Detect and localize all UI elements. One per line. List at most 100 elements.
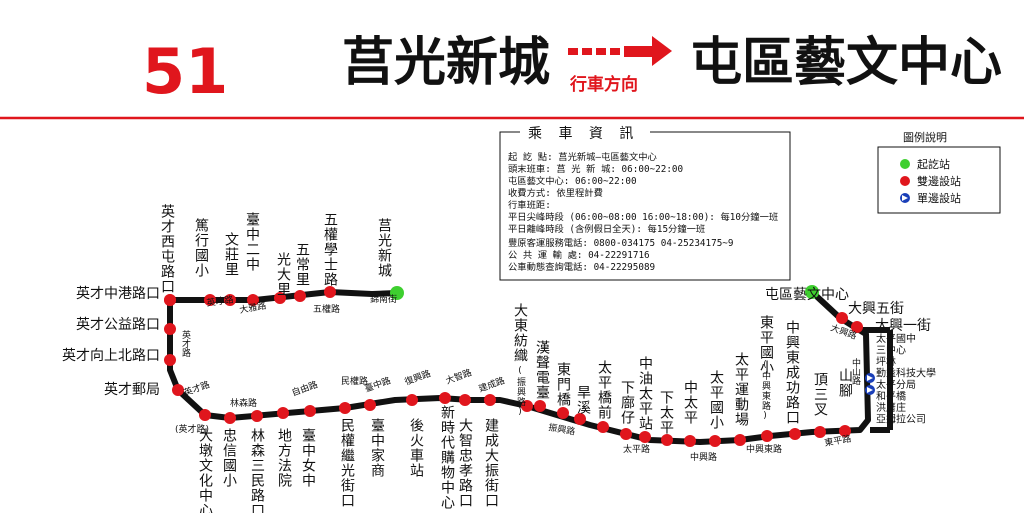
info-line: 起 訖 點: 莒光新城—屯區藝文中心: [508, 151, 657, 163]
single-side-stop-icons: [865, 373, 875, 395]
legend-item-label: 單邊設站: [917, 191, 961, 205]
route-number: 51: [142, 35, 228, 108]
road-label: 中興路: [690, 451, 717, 463]
single-side-stop-label: 三中心: [876, 344, 906, 357]
stop-label: 民權繼光街口: [339, 418, 355, 508]
stop-dot-icon: [620, 428, 632, 440]
legend-arrow-glyph-icon: [902, 195, 908, 201]
stop-label: 篤行國小: [193, 217, 209, 278]
stop-dot-icon: [172, 384, 184, 396]
stop-dot-icon: [339, 402, 351, 414]
legend-item-label: 雙邊設站: [917, 174, 961, 188]
stop-label: 東平國小: [758, 315, 774, 375]
info-box-title: 乘 車 資 訊: [528, 125, 639, 142]
road-label: 五權路: [313, 303, 340, 315]
stop-label: 忠信國小: [221, 428, 237, 488]
info-line: 公車動態查詢電話: 04-22295089: [508, 261, 655, 273]
info-line: 收費方式: 依里程計費: [508, 187, 603, 199]
road-note: (振興路): [515, 366, 526, 418]
road-label: 英才路: [206, 293, 234, 309]
road-label: 錦南街: [370, 293, 397, 305]
road-label: 民權路: [341, 375, 368, 387]
stop-dot-icon: [684, 435, 696, 447]
stop-dot-icon: [597, 421, 609, 433]
legend-dot-icon: [900, 176, 910, 186]
stop-dot-icon: [709, 435, 721, 447]
stop-label: 英才公益路口: [76, 316, 160, 333]
stop-label: 大墩文化中心: [197, 428, 213, 513]
stop-label: 太平國小: [708, 370, 724, 430]
stop-label: 山腳: [837, 368, 853, 398]
stop-label: 莒光新城: [376, 218, 392, 278]
stop-label: 屯區藝文中心: [765, 287, 849, 303]
road-label: 大智路: [444, 366, 473, 387]
terminal-stop-icon: [390, 286, 404, 300]
stop-dot-icon: [324, 286, 336, 298]
road-note: (中興東路): [760, 360, 771, 422]
stop-label: 臺中女中: [300, 428, 316, 488]
road-label: 東平路: [823, 432, 852, 449]
stop-dot-icon: [199, 409, 211, 421]
stop-dot-icon: [164, 294, 176, 306]
single-side-stop-label: 坪林: [876, 355, 896, 368]
single-side-stop-label: 勤益科技大學: [876, 367, 936, 380]
stop-label: 中太平: [682, 380, 698, 425]
single-side-stop-label: 太平分局: [876, 378, 916, 391]
stop-label: 臺中二中: [244, 212, 260, 272]
stop-label: 林森三民路口: [249, 428, 265, 513]
road-label: 自由路: [290, 378, 319, 399]
road-label: 林森路: [230, 397, 257, 409]
stop-dot-icon: [574, 413, 586, 425]
info-line: 行車班距:: [508, 199, 551, 211]
stop-dot-icon: [277, 407, 289, 419]
stop-label: 五常里: [294, 242, 310, 287]
stop-label: 漢聲電臺: [534, 340, 550, 400]
stop-dot-icon: [459, 394, 471, 406]
stop-dot-icon: [734, 434, 746, 446]
road-label: 振興路: [547, 421, 576, 438]
road-note: (英才路): [175, 423, 209, 435]
single-side-stop-label: 太平國中: [876, 332, 916, 345]
stop-label: 大東紡織: [512, 303, 528, 363]
stop-dot-icon: [164, 354, 176, 366]
stop-dot-icon: [406, 394, 418, 406]
stop-label: 後火車站: [408, 418, 424, 478]
info-line: 屯區藝文中心: 06:00~22:00: [508, 175, 637, 187]
single-side-stop-label: 洪厝庄: [876, 401, 906, 414]
stop-dot-icon: [534, 400, 546, 412]
stop-dot-icon: [251, 410, 263, 422]
terminal-stop-icon: [805, 285, 819, 299]
stop-label: 大興一街: [875, 318, 931, 334]
road-label: 英才路: [182, 378, 211, 399]
stop-label: 光大里: [275, 252, 291, 297]
road-label: 太平路: [623, 443, 650, 455]
stop-dot-icon: [484, 394, 496, 406]
stop-label: 英才中港路口: [76, 285, 160, 302]
stop-dot-icon: [294, 290, 306, 302]
stop-label: 中興東成功路口: [784, 320, 800, 425]
legend-title: 圖例說明: [903, 130, 947, 144]
stop-dot-icon: [364, 399, 376, 411]
road-label: 中興東路: [746, 443, 782, 455]
stop-label: 文莊里: [223, 232, 239, 277]
single-side-stop-label: 和平橋: [876, 390, 906, 403]
stop-dot-icon: [204, 294, 216, 306]
direction-label: 行車方向: [569, 74, 638, 95]
info-line: 平日離峰時段 (含例假日全天): 每15分鐘一班: [508, 223, 705, 235]
stop-dot-icon: [557, 407, 569, 419]
stop-dot-icon: [814, 426, 826, 438]
stop-dot-icon: [439, 392, 451, 404]
stop-dot-icon: [247, 294, 259, 306]
road-label: 英才路: [180, 329, 191, 358]
stop-label: 建成大振街口: [483, 418, 499, 508]
stop-label: 英才向上北路口: [62, 347, 160, 364]
stop-label: 下廍仔: [619, 380, 635, 425]
legend-item-label: 起訖站: [917, 157, 950, 171]
stop-label: 五權學士路: [322, 212, 338, 287]
stop-dot-icon: [789, 428, 801, 440]
stop-label: 中油太平站: [637, 356, 653, 431]
info-line: 公 共 運 輸 處: 04-22291716: [508, 249, 650, 261]
road-label: 建成路: [477, 374, 506, 395]
road-label: 復興路: [403, 367, 432, 388]
